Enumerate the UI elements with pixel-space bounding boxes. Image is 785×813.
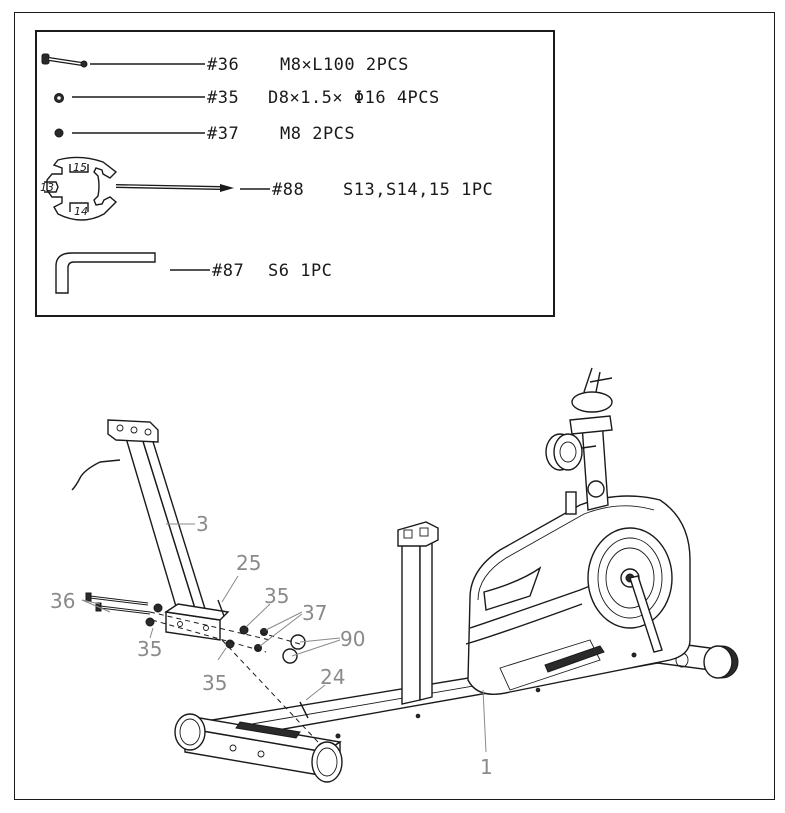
screw-24 [299, 701, 309, 719]
hardware-parts-box [35, 30, 555, 317]
washer-icon [54, 93, 64, 103]
wrench-size-top: 15 [73, 161, 87, 174]
part-36-number: #36 [207, 55, 239, 75]
rear-stabilizer [649, 639, 739, 679]
callout-35-bottom: 35 [202, 671, 227, 695]
callout-90: 90 [340, 627, 365, 651]
wrench-size-left: 13 [40, 181, 54, 194]
main-housing [465, 495, 691, 695]
allen-key-icon [55, 252, 156, 294]
part-88-number: #88 [272, 180, 304, 200]
part-36-spec: M8×L100 2PCS [280, 55, 409, 75]
part-37-number: #37 [207, 124, 239, 144]
part-87-spec: S6 1PC [268, 261, 332, 281]
tension-knob-icon [545, 433, 597, 471]
seat-post [397, 521, 439, 705]
callout-1: 1 [480, 755, 493, 779]
part-37-spec: M8 2PCS [280, 124, 355, 144]
callout-37: 37 [302, 601, 327, 625]
handlebar-post-part-3 [71, 419, 230, 641]
console-post [565, 367, 613, 515]
bolt-icon [41, 53, 88, 68]
callout-25: 25 [236, 551, 261, 575]
callout-35-right: 35 [264, 584, 289, 608]
callout-3: 3 [196, 512, 209, 536]
page-frame [14, 12, 775, 800]
part-88-spec: S13,S14,15 1PC [343, 180, 493, 200]
part-87-number: #87 [212, 261, 244, 281]
exploded-nuts [254, 628, 268, 652]
end-caps [282, 634, 306, 664]
part-35-number: #35 [207, 88, 239, 108]
part-35-spec: D8×1.5× Φ16 4PCS [268, 88, 440, 108]
callout-35-left: 35 [137, 637, 162, 661]
callout-36: 36 [50, 589, 75, 613]
wrench-size-bottom: 14 [74, 205, 88, 218]
callout-24: 24 [320, 665, 345, 689]
front-stabilizer [174, 713, 343, 783]
nut-icon [54, 128, 64, 138]
multi-wrench-icon: 15 13 14 [40, 156, 234, 221]
screw-25 [217, 599, 225, 617]
